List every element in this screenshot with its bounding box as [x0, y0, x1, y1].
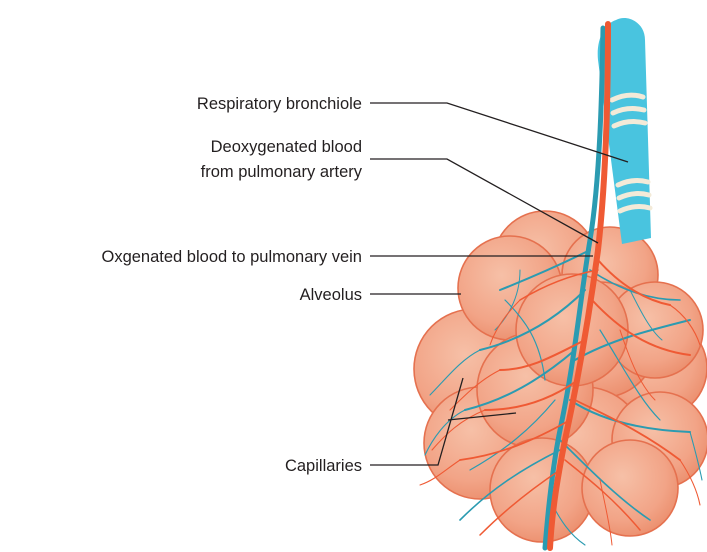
- alveolus-bubble: [582, 440, 678, 536]
- alveolar-sac: [414, 211, 707, 542]
- label-capillaries: Capillaries: [285, 457, 362, 475]
- label-deoxygenated-line2: from pulmonary artery: [201, 163, 363, 181]
- labels: Respiratory bronchiole Deoxygenated bloo…: [101, 95, 362, 475]
- label-respiratory-bronchiole: Respiratory bronchiole: [197, 95, 362, 113]
- leader-respiratory-bronchiole: [370, 103, 628, 162]
- label-oxygenated-blood: Oxgenated blood to pulmonary vein: [101, 248, 362, 266]
- label-alveolus: Alveolus: [300, 286, 362, 304]
- alveolus-bubble: [490, 438, 594, 542]
- label-deoxygenated-line1: Deoxygenated blood: [211, 138, 362, 156]
